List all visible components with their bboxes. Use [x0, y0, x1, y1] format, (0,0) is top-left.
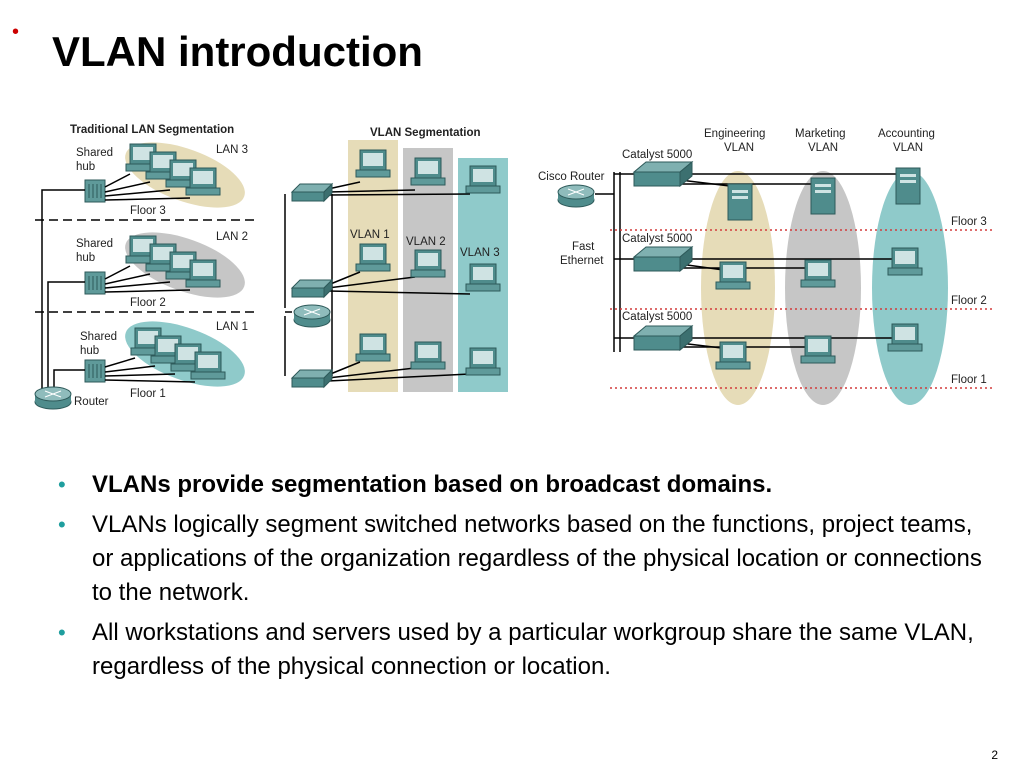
bullet-item: • VLANs provide segmentation based on br…: [58, 468, 988, 502]
bullet-text: VLANs logically segment switched network…: [92, 511, 982, 606]
traditional-lan-panel: Traditional LAN Segmentation Shared hub …: [34, 124, 258, 410]
workstation-icon: [190, 351, 226, 380]
workstation-icon: [465, 347, 501, 376]
workstation-icon: [355, 243, 391, 272]
workstation-icon: [465, 165, 501, 194]
floor1-label: Floor 1: [130, 388, 166, 400]
switch-icon: [291, 369, 333, 388]
lan1-label: LAN 1: [216, 321, 248, 333]
campus-floor3-label: Floor 3: [951, 216, 987, 228]
workstation-icon: [410, 249, 446, 278]
campus-vlan-panel: Engineering VLAN Marketing VLAN Accounti…: [538, 128, 992, 405]
slide-title: VLAN introduction: [52, 28, 423, 75]
workstation-icon: [185, 167, 221, 196]
floor3-label: Floor 3: [130, 205, 166, 217]
hub1-label-line1: Shared: [80, 331, 117, 343]
accounting-vlan-ellipse: [872, 171, 948, 405]
bullet-text: VLANs provide segmentation based on broa…: [92, 471, 773, 498]
decorative-red-dot: •: [12, 21, 20, 43]
server-icon: [810, 177, 836, 215]
shared-hub-icon: [84, 271, 106, 295]
workstation-icon: [887, 247, 923, 276]
router-icon: [293, 304, 331, 328]
catalyst-label-mid: Catalyst 5000: [622, 233, 692, 245]
campus-floor1-label: Floor 1: [951, 374, 987, 386]
switch-icon: [291, 279, 333, 298]
bullet-dot: •: [58, 512, 66, 537]
hub2-label-line2: hub: [76, 252, 95, 264]
shared-hub-icon: [84, 179, 106, 203]
fast-ethernet-line1: Fast: [572, 241, 595, 253]
fast-ethernet-line2: Ethernet: [560, 255, 604, 267]
traditional-heading: Traditional LAN Segmentation: [70, 124, 234, 136]
bullet-list: • VLANs provide segmentation based on br…: [58, 468, 988, 690]
marketing-vlan-word: VLAN: [808, 142, 838, 154]
workstation-icon: [465, 263, 501, 292]
workstation-icon: [715, 261, 751, 290]
page-number: 2: [991, 748, 998, 762]
workstation-icon: [887, 323, 923, 352]
catalyst-switch-icon: [633, 161, 693, 187]
workstation-icon: [185, 259, 221, 288]
vlan2-label: VLAN 2: [406, 236, 446, 248]
catalyst-label-top: Catalyst 5000: [622, 149, 692, 161]
catalyst-switch-icon: [633, 325, 693, 351]
lan2-label: LAN 2: [216, 231, 248, 243]
bullet-text: All workstations and servers used by a p…: [92, 619, 974, 680]
bullet-dot: •: [58, 620, 66, 645]
floor2-label: Floor 2: [130, 297, 166, 309]
vlan-segmentation-panel: VLAN Segmentation VLAN 1 VLAN 2 VLAN 3: [284, 127, 508, 392]
vlan3-label: VLAN 3: [460, 247, 500, 259]
bullet-item: • VLANs logically segment switched netwo…: [58, 508, 988, 610]
catalyst-label-bottom: Catalyst 5000: [622, 311, 692, 323]
workstation-icon: [355, 149, 391, 178]
server-icon: [727, 183, 753, 221]
server-icon: [895, 167, 921, 205]
hub3-label-line2: hub: [76, 161, 95, 173]
engineering-label: Engineering: [704, 128, 765, 140]
cisco-router-icon: [557, 184, 595, 208]
cisco-router-label: Cisco Router: [538, 171, 605, 183]
shared-hub-icon: [84, 359, 106, 383]
catalyst-switch-icon: [633, 246, 693, 272]
accounting-label: Accounting: [878, 128, 935, 140]
workstation-icon: [800, 335, 836, 364]
workstation-icon: [800, 259, 836, 288]
workstation-icon: [410, 341, 446, 370]
vlan-seg-heading: VLAN Segmentation: [370, 127, 481, 139]
engineering-vlan-word: VLAN: [724, 142, 754, 154]
hub2-label-line1: Shared: [76, 238, 113, 250]
hub3-label-line1: Shared: [76, 147, 113, 159]
accounting-vlan-word: VLAN: [893, 142, 923, 154]
workstation-icon: [355, 333, 391, 362]
bullet-dot: •: [58, 472, 66, 497]
switch-icon: [291, 183, 333, 202]
lan3-label: LAN 3: [216, 144, 248, 156]
hub1-label-line2: hub: [80, 345, 99, 357]
workstation-icon: [410, 157, 446, 186]
bullet-item: • All workstations and servers used by a…: [58, 616, 988, 684]
workstation-icon: [715, 341, 751, 370]
router-label: Router: [74, 396, 109, 408]
router-icon: [34, 386, 72, 410]
campus-floor2-label: Floor 2: [951, 295, 987, 307]
marketing-label: Marketing: [795, 128, 846, 140]
vlan-diagram-figure: Traditional LAN Segmentation Shared hub …: [30, 112, 1000, 417]
vlan1-label: VLAN 1: [350, 229, 390, 241]
